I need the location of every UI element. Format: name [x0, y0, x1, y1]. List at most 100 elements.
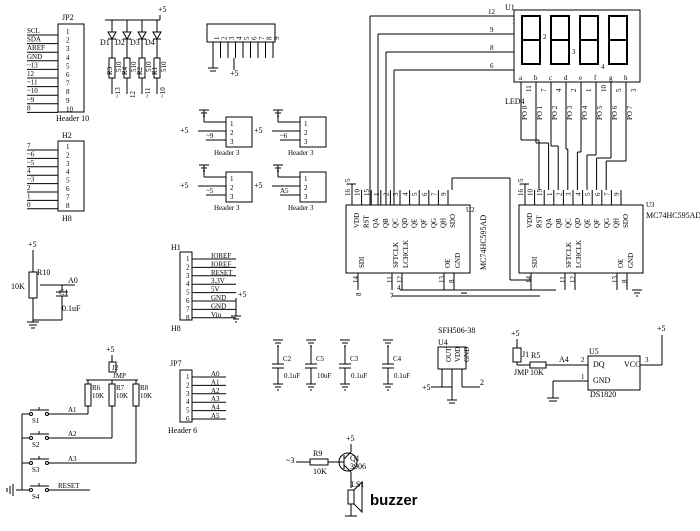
u2-pin-number: 10	[354, 189, 362, 197]
display-ref: U1	[505, 3, 515, 12]
led-net: ~10	[159, 87, 167, 98]
temp-sensor-u5: +5 J1 JMP R5 10K A4 U5 DQ VCC GND 2 3 1 …	[511, 324, 666, 402]
u2-pin-number: 1	[373, 192, 381, 196]
h1-pin-number: 3	[186, 272, 190, 280]
header3-pin-number: 1	[304, 120, 308, 128]
ls1-ref: LS1	[351, 480, 364, 489]
jp2-signal-label: SDA	[27, 36, 41, 44]
rnet-pin-number: 2	[221, 36, 229, 40]
seven-segment-digit	[608, 15, 628, 65]
cap-value: 0.1uF	[394, 372, 410, 380]
u3-pin-number: 9	[613, 192, 621, 196]
led-diode-icon	[152, 31, 162, 41]
display-bottom-pin: 11	[525, 85, 533, 92]
switch-net: A3	[68, 455, 77, 463]
u3-pin-label: QE	[584, 219, 592, 228]
jp2-signal-label: GND	[27, 53, 42, 61]
u2-pin-label: LCHCLK	[402, 240, 410, 268]
u3-pin-number: 8	[621, 279, 629, 283]
h1-signal-label: 5V	[211, 286, 220, 294]
led-resistor-ref: R2	[136, 66, 144, 75]
ds-ref: U5	[589, 347, 599, 356]
shift-register-u2: VDD16RST10QA15QB1QC2QD3QE4QF5QG6QH7SDO9S…	[344, 178, 556, 300]
led-ref: D3	[130, 38, 140, 47]
u2-pin-number: 13	[438, 276, 446, 284]
header3-pin-number: 3	[230, 138, 234, 146]
u2-pin-label: SDO	[449, 214, 457, 228]
u2-pin-number: 5	[411, 192, 419, 196]
u2-pin-label: QC	[391, 218, 399, 228]
po-label: PO 1	[536, 105, 544, 120]
u3-pin-number: 4	[575, 192, 583, 196]
buzzer-supply: +5	[346, 434, 355, 443]
shift-register-u3: VDD16RST10QA15QB1QC2QD3QE4QF5QG6QH7SDO9S…	[517, 178, 700, 297]
h2-pin-number: 6	[66, 185, 70, 193]
jp2-name: Header 10	[56, 114, 89, 123]
ds-res-val: 10K	[530, 368, 544, 377]
display-bus-wires	[451, 96, 627, 281]
h2-pin-number: 2	[66, 151, 70, 159]
display-bottom-pin: 3	[630, 88, 638, 92]
led-resistor-ref: R1	[151, 66, 159, 75]
po-label: PO 7	[626, 105, 634, 120]
r9-body	[309, 458, 329, 466]
jumper-j2-body	[108, 361, 117, 373]
jp7-pin-number: 2	[186, 381, 190, 389]
u3-pin-number: 11	[559, 276, 567, 283]
u2-net: 4	[397, 284, 401, 292]
cap-ref: C5	[316, 355, 325, 363]
jp2-pin-number: 8	[66, 88, 70, 96]
header3-body	[299, 116, 327, 148]
rnet-pin-number: 1	[213, 36, 221, 40]
display-corner-label: 1	[512, 18, 516, 26]
jp7-name: Header 6	[168, 426, 197, 435]
q1-name: 3906	[350, 462, 366, 471]
jp7-signal-label: A1	[211, 378, 220, 386]
pullup-resistor-value: 10K	[116, 392, 128, 400]
ds-jumper-ref: J1	[522, 350, 529, 359]
h1-signal-label: IOREF	[211, 252, 231, 260]
u3-ref: U3	[646, 201, 655, 209]
jp7-signal-label: A3	[211, 395, 220, 403]
u2-pin-label: QD	[401, 218, 409, 228]
u2-pin-number: 8	[448, 279, 456, 283]
display-left-pin: 6	[490, 62, 494, 70]
pot-net: A0	[68, 276, 78, 285]
h2-pin-number: 1	[66, 143, 70, 151]
h2-pin-number: 3	[66, 160, 70, 168]
ir-net: 2	[480, 378, 484, 387]
u3-pin-label: QA	[545, 218, 553, 228]
cap-ref: C4	[393, 355, 402, 363]
u2-pin-number: 11	[386, 276, 394, 283]
h2-signal-label: 2	[27, 184, 31, 192]
h2-signal-label: ~5	[27, 159, 35, 167]
switch-contact	[29, 461, 33, 465]
rnet-pin-number: 8	[266, 36, 274, 40]
display-left-pin: 9	[490, 26, 494, 34]
potentiometer-r10: +5 R10 10K A0 C1 0.1uF	[11, 240, 81, 329]
u3-pin-number: 13	[611, 276, 619, 284]
header3-supply: +5	[254, 126, 263, 135]
h1-signal-label: Vin	[211, 311, 222, 319]
h2-signal-label: 1	[27, 192, 31, 200]
led-resistor-value: 510	[160, 61, 168, 72]
h2-signal-label: 7	[27, 142, 31, 150]
rnet-pin-number: 3	[228, 36, 236, 40]
pullup-resistor-body	[108, 383, 116, 407]
jumper-j2-jmp: JMP	[113, 372, 126, 380]
h2-signal-label: ~3	[27, 176, 35, 184]
u3-supply: +5	[517, 178, 525, 186]
u2-pin-label: GND	[454, 253, 462, 268]
jp2-body	[57, 23, 85, 113]
display-bottom-pin: 5	[615, 88, 623, 92]
h2-pin-number: 4	[66, 168, 70, 176]
display-corner-label: 2	[543, 33, 547, 41]
u2-pin-label: QG	[430, 218, 438, 228]
led-diode-icon	[122, 31, 132, 41]
u2-pin-number: 2	[382, 192, 390, 196]
header3-pin-number: 2	[304, 184, 308, 192]
ds-net: A4	[559, 355, 569, 364]
